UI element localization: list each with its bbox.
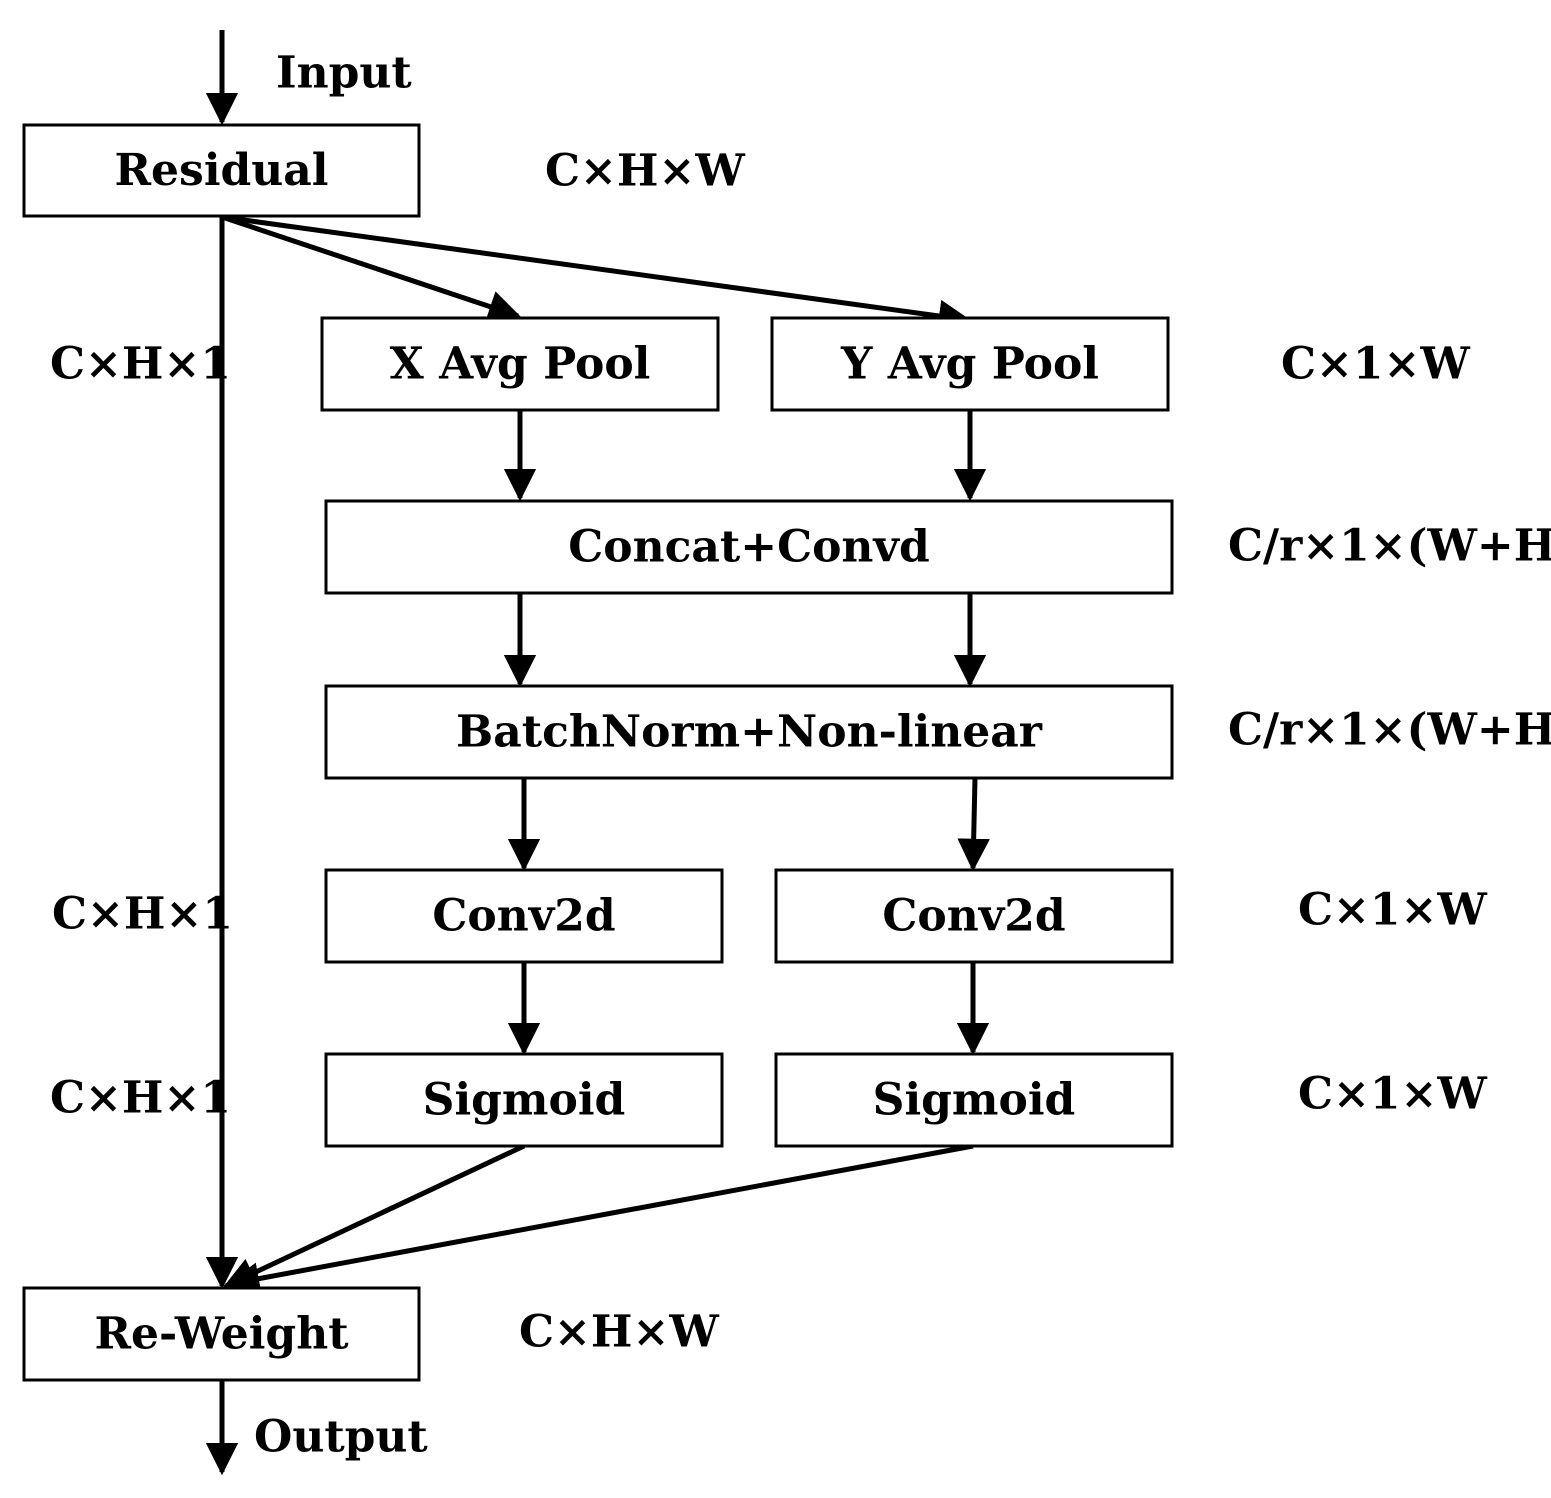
sigmoid-right-to-reweight-arrow bbox=[226, 1143, 974, 1295]
concat-conv-label: Concat+Convd bbox=[568, 522, 930, 573]
conv2d-right-label: Conv2d bbox=[882, 891, 1065, 942]
dim-y-pool: C×1×W bbox=[1281, 339, 1470, 390]
conv2d-left-label: Conv2d bbox=[432, 891, 615, 942]
concat-conv-node: Concat+Convd bbox=[324, 499, 1174, 595]
sigmoid-right-node: Sigmoid bbox=[774, 1052, 1174, 1148]
dim-batchnorm: C/r×1×(W+H) bbox=[1228, 705, 1551, 756]
dim-residual: C×H×W bbox=[545, 146, 745, 197]
residual-label: Residual bbox=[114, 145, 328, 196]
input-label: Input bbox=[276, 48, 412, 99]
reweight-label: Re-Weight bbox=[94, 1309, 349, 1360]
dim-concat: C/r×1×(W+H) bbox=[1228, 521, 1551, 572]
y-avg-pool-node: Y Avg Pool bbox=[770, 316, 1170, 412]
residual-to-x-pool-arrow bbox=[221, 214, 522, 323]
sigmoid-left-to-reweight-arrow bbox=[223, 1143, 526, 1289]
residual-node: Residual bbox=[22, 123, 421, 218]
sigmoid-left-label: Sigmoid bbox=[423, 1075, 626, 1126]
output-label: Output bbox=[254, 1412, 428, 1463]
dim-conv-right: C×1×W bbox=[1298, 885, 1487, 936]
conv2d-left-node: Conv2d bbox=[324, 868, 724, 964]
residual-to-y-pool-arrow bbox=[221, 214, 972, 333]
batchnorm-label: BatchNorm+Non-linear bbox=[456, 707, 1043, 758]
sigmoid-left-node: Sigmoid bbox=[324, 1052, 724, 1148]
sigmoid-right-label: Sigmoid bbox=[873, 1075, 1076, 1126]
batchnorm-node: BatchNorm+Non-linear bbox=[324, 684, 1174, 780]
edges bbox=[205, 30, 990, 1476]
dim-conv-left: C×H×1 bbox=[52, 889, 233, 940]
x-avg-pool-label: X Avg Pool bbox=[390, 339, 651, 390]
dim-reweight: C×H×W bbox=[519, 1307, 719, 1358]
x-avg-pool-node: X Avg Pool bbox=[320, 316, 720, 412]
reweight-node: Re-Weight bbox=[22, 1286, 421, 1382]
dim-sigmoid-left: C×H×1 bbox=[50, 1073, 231, 1124]
dim-x-pool: C×H×1 bbox=[50, 339, 231, 390]
y-avg-pool-label: Y Avg Pool bbox=[840, 339, 1099, 390]
batchnorm-to-conv-right-arrow bbox=[957, 777, 990, 872]
dim-sigmoid-right: C×1×W bbox=[1298, 1069, 1487, 1120]
conv2d-right-node: Conv2d bbox=[774, 868, 1174, 964]
